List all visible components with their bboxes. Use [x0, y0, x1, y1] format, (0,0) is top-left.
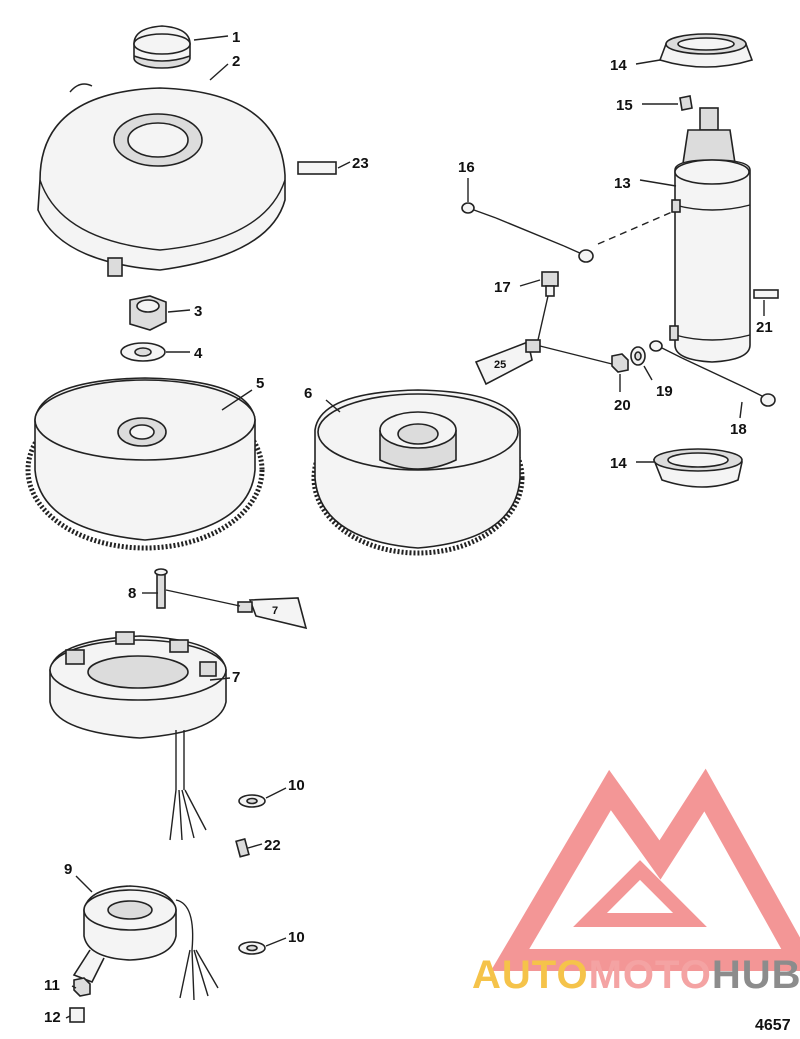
part-21-decal: [753, 289, 779, 299]
part-14-upper-boot: [658, 33, 754, 68]
leader-lines: [65, 35, 765, 1019]
part-7-stator: [49, 631, 227, 841]
callout-12: 12: [44, 1009, 61, 1026]
part-2-flywheel-cover: [37, 83, 286, 277]
watermark-auto: AUTO: [472, 953, 589, 997]
callout-6: 6: [304, 385, 312, 402]
tube-7-label: 7: [272, 605, 278, 617]
part-5-flywheel: [25, 377, 265, 551]
part-23-decal: [297, 161, 337, 175]
callout-23: 23: [352, 155, 369, 172]
callout-16: 16: [458, 159, 475, 176]
part-18-cable: [649, 340, 776, 407]
tube-25-label: 25: [494, 359, 506, 371]
part-10-clip-lower: [238, 941, 266, 955]
callout-2: 2: [232, 53, 240, 70]
callout-8: 8: [128, 585, 136, 602]
watermark-moto: MOTO: [589, 953, 712, 997]
part-16-cable: [461, 202, 594, 263]
sealant-tube-7: 7: [237, 597, 308, 630]
part-13-starter-motor: [669, 107, 751, 363]
callout-13: 13: [614, 175, 631, 192]
part-15-clip: [679, 95, 693, 111]
watermark-hub: HUB: [712, 953, 800, 997]
part-14-lower-boot: [652, 448, 743, 488]
callout-19: 19: [656, 383, 673, 400]
part-17-bolt: [541, 271, 559, 297]
callout-3: 3: [194, 303, 202, 320]
callout-15: 15: [616, 97, 633, 114]
part-10-clip-upper: [238, 794, 266, 808]
part-6-flywheel: [311, 389, 525, 556]
part-4-washer: [120, 342, 166, 362]
figure-number: 4657: [755, 1017, 791, 1034]
part-9-trigger: [72, 885, 219, 1001]
callout-labels: 1 2 3 4 5 6 7 8 9 10 10 11 12 13 14 14 1…: [44, 29, 773, 1026]
callout-11: 11: [44, 977, 60, 994]
callout-10-upper: 10: [288, 777, 305, 794]
callout-14-lower: 14: [610, 455, 627, 472]
callout-5: 5: [256, 375, 264, 392]
part-22-terminal: [235, 837, 250, 858]
sealant-tube-25: 25: [474, 339, 541, 386]
callout-20: 20: [614, 397, 631, 414]
part-1-cap: [133, 25, 191, 69]
part-19-washer: [630, 346, 646, 366]
watermark-logo: [490, 768, 800, 971]
callout-1: 1: [232, 29, 240, 46]
part-3-nut: [129, 295, 167, 331]
callout-21: 21: [756, 319, 773, 336]
callout-9: 9: [64, 861, 72, 878]
callout-10-lower: 10: [288, 929, 305, 946]
part-12-bushing: [69, 1007, 85, 1023]
callout-14-upper: 14: [610, 57, 627, 74]
callout-4: 4: [194, 345, 203, 362]
callout-7: 7: [232, 669, 240, 686]
callout-17: 17: [494, 279, 511, 296]
watermark-text: AUTOMOTOHUB: [472, 953, 800, 997]
part-20-nut: [611, 353, 629, 373]
part-11-nut: [73, 977, 91, 997]
part-8-screw: [154, 568, 168, 609]
callout-18: 18: [730, 421, 747, 438]
callout-22: 22: [264, 837, 281, 854]
